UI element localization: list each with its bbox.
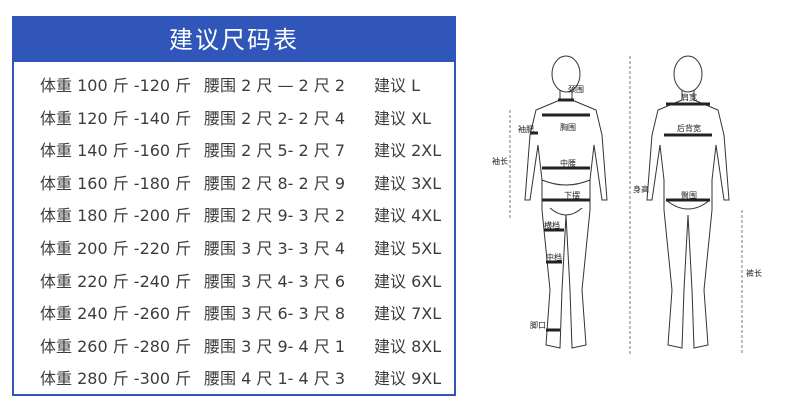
body-figures: 颈围 袖肥 胸围 袖长 中腰 下摆 身高 肩宽 后背宽 臀围 横档 中档 裤长 … — [492, 55, 762, 355]
weight-range: 体重 240 斤 -260 斤 — [40, 304, 192, 324]
label-height: 身高 — [633, 184, 649, 194]
front-figure — [524, 55, 608, 349]
waist-range: 腰围 3 尺 6- 3 尺 8 — [204, 304, 346, 324]
recommended-size: 建议 L — [374, 76, 421, 95]
weight-range: 体重 260 斤 -280 斤 — [40, 336, 192, 356]
waist-range: 腰围 2 尺 8- 2 尺 9 — [204, 173, 346, 193]
waist-range: 腰围 2 尺 5- 2 尺 7 — [204, 141, 346, 161]
waist-range: 腰围 2 尺 2- 2 尺 4 — [204, 108, 346, 128]
label-lower-hem: 下摆 — [564, 190, 580, 200]
recommended-size: 建议 3XL — [374, 173, 442, 193]
label-leg-opening: 脚口 — [530, 320, 546, 330]
size-row: 体重 180 斤 -200 斤腰围 2 尺 9- 3 尺 2 建议 4XL — [14, 200, 454, 233]
size-row: 体重 280 斤 -300 斤腰围 4 尺 1- 4 尺 3 建议 9XL — [14, 363, 454, 396]
waist-range: 腰围 2 尺 — 2 尺 2 — [204, 76, 346, 95]
recommended-size: 建议 6XL — [374, 271, 442, 291]
label-shoulder: 肩宽 — [681, 92, 697, 102]
recommended-size: 建议 7XL — [374, 304, 442, 324]
waist-range: 腰围 3 尺 9- 4 尺 1 — [204, 336, 346, 356]
recommended-size: 建议 5XL — [374, 238, 442, 258]
label-hip: 臀围 — [681, 191, 697, 200]
waist-range: 腰围 2 尺 9- 3 尺 2 — [204, 206, 346, 226]
size-row: 体重 100 斤 -120 斤腰围 2 尺 — 2 尺 2 建议 L — [14, 70, 454, 103]
weight-range: 体重 200 斤 -220 斤 — [40, 238, 192, 258]
size-row: 体重 220 斤 -240 斤腰围 3 尺 4- 3 尺 6 建议 6XL — [14, 266, 454, 299]
size-row: 体重 120 斤 -140 斤腰围 2 尺 2- 2 尺 4 建议 XL — [14, 103, 454, 136]
label-neck: 颈围 — [568, 85, 584, 94]
size-row: 体重 140 斤 -160 斤腰围 2 尺 5- 2 尺 7 建议 2XL — [14, 135, 454, 168]
recommended-size: 建议 9XL — [374, 369, 442, 389]
weight-range: 体重 160 斤 -180 斤 — [40, 173, 192, 193]
label-back-width: 后背宽 — [677, 123, 701, 133]
label-sleeve-circ: 袖肥 — [518, 124, 534, 134]
recommended-size: 建议 4XL — [374, 206, 442, 226]
waist-range: 腰围 4 尺 1- 4 尺 3 — [204, 369, 346, 389]
recommended-size: 建议 2XL — [374, 141, 442, 161]
back-figure — [646, 55, 730, 349]
size-row: 体重 260 斤 -280 斤腰围 3 尺 9- 4 尺 1 建议 8XL — [14, 331, 454, 364]
recommended-size: 建议 XL — [374, 108, 431, 128]
waist-range: 腰围 3 尺 3- 3 尺 4 — [204, 238, 346, 258]
size-chart-title: 建议尺码表 — [14, 18, 454, 62]
body-measurement-diagram: 颈围 袖肥 胸围 袖长 中腰 下摆 身高 肩宽 后背宽 臀围 横档 中档 裤长 … — [480, 40, 780, 370]
weight-range: 体重 120 斤 -140 斤 — [40, 108, 192, 128]
weight-range: 体重 220 斤 -240 斤 — [40, 271, 192, 291]
label-thigh: 横档 — [544, 220, 560, 230]
size-row: 体重 160 斤 -180 斤腰围 2 尺 8- 2 尺 9 建议 3XL — [14, 168, 454, 201]
label-mid-thigh: 中档 — [546, 252, 562, 262]
label-sleeve-len: 袖长 — [492, 156, 508, 166]
label-chest: 胸围 — [560, 122, 576, 132]
size-row: 体重 240 斤 -260 斤腰围 3 尺 6- 3 尺 8 建议 7XL — [14, 298, 454, 331]
weight-range: 体重 140 斤 -160 斤 — [40, 141, 192, 161]
weight-range: 体重 100 斤 -120 斤 — [40, 76, 192, 95]
label-pant-len: 裤长 — [746, 268, 762, 278]
label-waist: 中腰 — [560, 158, 576, 168]
weight-range: 体重 280 斤 -300 斤 — [40, 369, 192, 389]
recommended-size: 建议 8XL — [374, 336, 442, 356]
size-row: 体重 200 斤 -220 斤腰围 3 尺 3- 3 尺 4 建议 5XL — [14, 233, 454, 266]
size-chart-rows: 体重 100 斤 -120 斤腰围 2 尺 — 2 尺 2 建议 L 体重 120 … — [14, 70, 454, 396]
waist-range: 腰围 3 尺 4- 3 尺 6 — [204, 271, 346, 291]
weight-range: 体重 180 斤 -200 斤 — [40, 206, 192, 226]
